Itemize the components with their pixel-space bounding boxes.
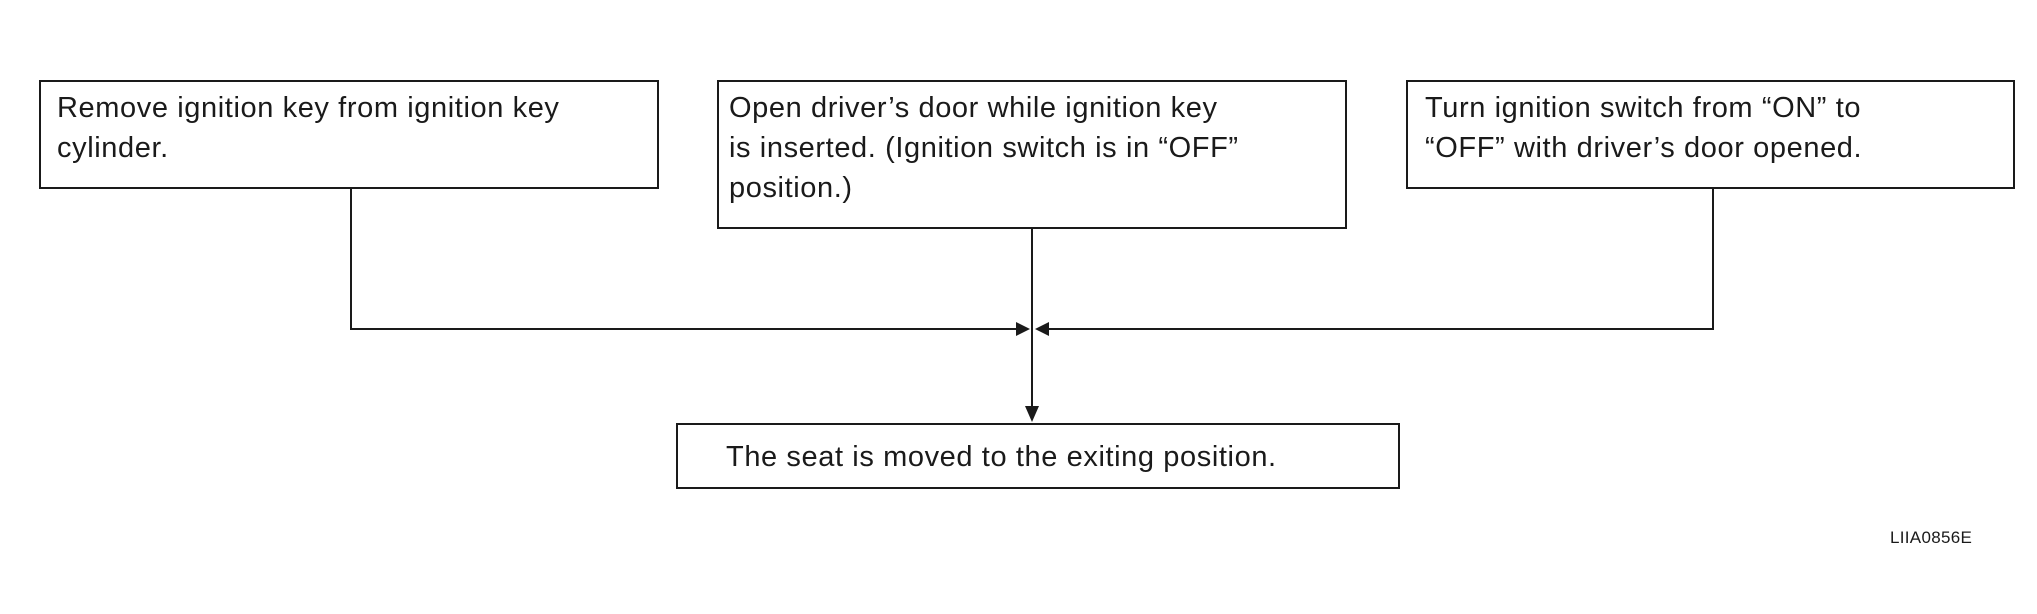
condition-box-ignition-switch: Turn ignition switch from “ON” to “OFF” … [1406,80,2015,189]
arrowhead-left [1016,322,1030,336]
connector-right [1045,189,1714,330]
condition-box-remove-key: Remove ignition key from ignition key cy… [39,80,659,189]
box-text-line: cylinder. [57,132,169,164]
box-text-line: position.) [729,172,853,204]
arrowhead-right [1035,322,1049,336]
figure-code: LIIA0856E [1890,528,1973,547]
box-text-line: “OFF” with driver’s door opened. [1425,132,1863,164]
box-text-line: is inserted. (Ignition switch is in “OFF… [729,132,1239,164]
arrowhead-down [1025,406,1039,422]
connector-left [350,189,1019,330]
box-text-line: Turn ignition switch from “ON” to [1425,92,1862,124]
result-box: The seat is moved to the exiting positio… [676,423,1400,489]
condition-box-open-door: Open driver’s door while ignition key is… [717,80,1347,229]
box-text-line: Remove ignition key from ignition key [57,92,560,124]
box-text-line: The seat is moved to the exiting positio… [726,441,1277,473]
box-text-line: Open driver’s door while ignition key [729,92,1218,124]
